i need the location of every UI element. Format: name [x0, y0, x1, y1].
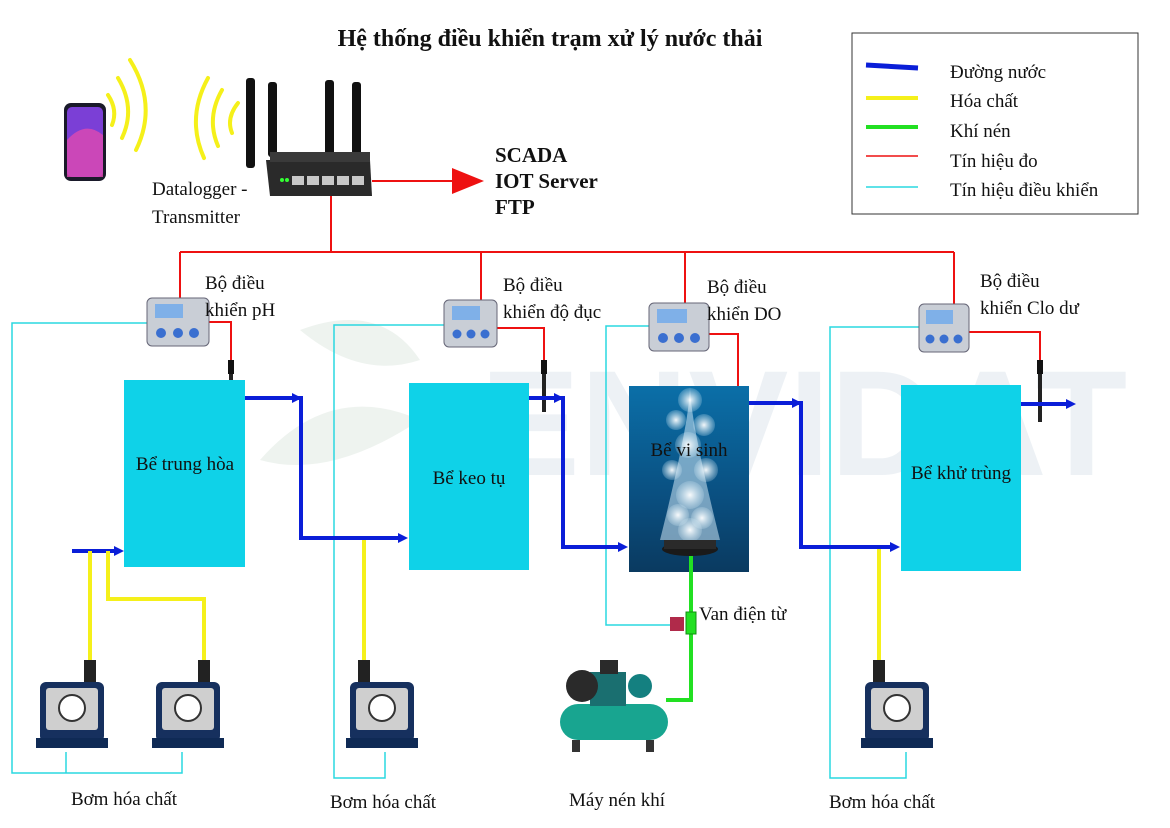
- datalogger-label-line2: Transmitter: [152, 207, 241, 228]
- probe-chlorine: [1037, 360, 1043, 422]
- legend-label-chem: Hóa chất: [950, 91, 1019, 112]
- legend-label-signal: Tín hiệu đo: [950, 151, 1038, 172]
- datalogger-router-icon: [246, 78, 372, 196]
- chemical-lines: [88, 540, 881, 665]
- watermark-leaf-icon: [260, 320, 420, 465]
- dosing-pump-2-icon: [152, 660, 224, 748]
- dosing-pump-1-icon: [36, 660, 108, 748]
- server-label-ftp: FTP: [495, 195, 535, 219]
- dosing-pump-3-icon: [346, 660, 418, 748]
- pump-group-3-label: Bơm hóa chất: [829, 792, 936, 813]
- controller-do-icon: [648, 302, 710, 352]
- tank-biological: [629, 386, 749, 572]
- controller-turbidity-label-line2: khiển độ đục: [503, 302, 601, 323]
- tank-coagulation: [409, 383, 529, 570]
- air-line: [666, 556, 693, 702]
- controller-turbidity-icon: [443, 299, 498, 348]
- air-compressor-icon: [560, 660, 668, 752]
- compressor-label: Máy nén khí: [569, 790, 666, 811]
- controller-ph-icon: [146, 297, 210, 347]
- tank-neutralization: [124, 380, 245, 567]
- legend-label-control: Tín hiệu điều khiển: [950, 180, 1099, 201]
- legend-water-swatch: [865, 62, 919, 71]
- legend-label-water: Đường nước: [950, 62, 1046, 83]
- tank-biological-label: Bể vi sinh: [650, 440, 728, 461]
- server-arrow-icon: [452, 168, 484, 194]
- probe-turbidity: [541, 360, 547, 412]
- solenoid-valve-icon: [670, 617, 684, 631]
- solenoid-valve-body: [685, 611, 697, 635]
- pump-group-2-label: Bơm hóa chất: [330, 792, 437, 813]
- controller-chlorine-label-line2: khiển Clo dư: [980, 298, 1080, 319]
- server-label-iot: IOT Server: [495, 169, 598, 193]
- tank-disinfection-label: Bể khử trùng: [911, 463, 1012, 484]
- controller-do-label-line2: khiển DO: [707, 304, 781, 325]
- legend-label-air: Khí nén: [950, 121, 1011, 142]
- water-lines: [72, 393, 1076, 556]
- valve-label: Van điện từ: [699, 604, 787, 625]
- tank-coagulation-label: Bể keo tụ: [433, 468, 506, 489]
- tank-neutralization-label: Bể trung hòa: [136, 454, 235, 475]
- controller-chlorine-icon: [918, 303, 970, 353]
- controller-turbidity-label-line1: Bộ điều: [503, 275, 563, 296]
- watermark: ENVIDAT: [480, 339, 1127, 507]
- controller-do-label-line1: Bộ điều: [707, 277, 767, 298]
- server-label-scada: SCADA: [495, 143, 568, 167]
- controller-ph-label-line2: khiển pH: [205, 300, 275, 321]
- pump-group-1-label: Bơm hóa chất: [71, 789, 178, 810]
- dosing-pump-4-icon: [861, 660, 933, 748]
- legend: Đường nước Hóa chất Khí nén Tín hiệu đo …: [851, 32, 1139, 215]
- diagram-title: Hệ thống điều khiển trạm xử lý nước thải: [338, 26, 763, 52]
- smartphone-icon: [64, 103, 106, 181]
- wifi-signal-icon: [106, 58, 240, 160]
- datalogger-label-line1: Datalogger -: [152, 179, 247, 200]
- controller-ph-label-line1: Bộ điều: [205, 273, 265, 294]
- controller-chlorine-label-line1: Bộ điều: [980, 271, 1040, 292]
- control-lines: [11, 322, 922, 779]
- legend-box: [851, 32, 1139, 215]
- tank-disinfection: [901, 385, 1021, 571]
